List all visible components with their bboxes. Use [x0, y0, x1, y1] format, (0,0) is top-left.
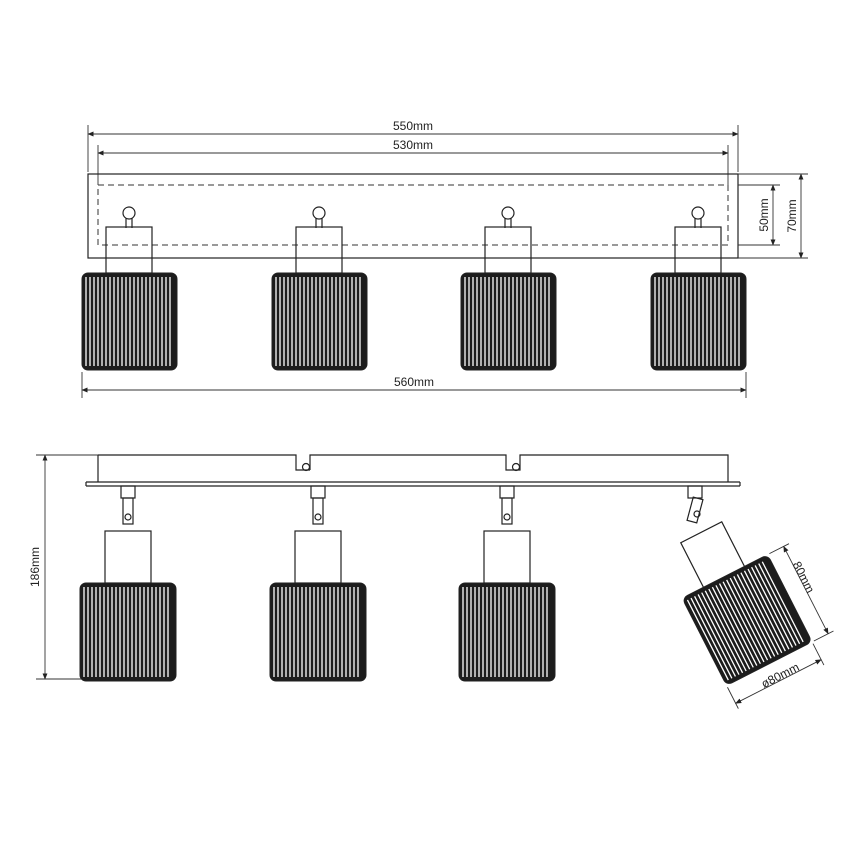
- front-shade-3-ribs: [462, 587, 548, 677]
- mounting-plate-inner-outline: [97, 184, 729, 246]
- front-shade-2-ribs: [273, 587, 359, 677]
- front-spotlight-1: [79, 485, 177, 682]
- dimension-550: 550mm: [87, 119, 739, 172]
- ceiling-plate: [85, 454, 741, 487]
- dimension-560: 560mm: [81, 372, 747, 398]
- top-view: 550mm 530mm 50mm 70mm: [81, 119, 808, 398]
- dimension-50-label: 50mm: [757, 198, 771, 231]
- top-spotlight-1: [81, 206, 178, 371]
- front-spotlight-3: [458, 485, 556, 682]
- screw-icon: [301, 462, 311, 472]
- front-spotlight-2: [269, 485, 367, 682]
- dimension-186-label: 186mm: [28, 547, 42, 587]
- dimension-80-height: [769, 543, 834, 642]
- front-shade-1-ribs: [83, 587, 169, 677]
- dimension-530-label: 530mm: [393, 138, 433, 152]
- dimension-560-label: 560mm: [394, 375, 434, 389]
- dimension-550-label: 550mm: [393, 119, 433, 133]
- dimension-530: 530mm: [97, 138, 729, 185]
- dimension-70-label: 70mm: [785, 199, 799, 232]
- front-view: 186mm: [28, 454, 834, 709]
- top-spotlight-2: [271, 206, 368, 371]
- dimension-80-diameter: [727, 643, 825, 709]
- top-shade-1-ribs: [85, 277, 171, 366]
- top-spotlight-4: [650, 206, 747, 371]
- dimension-50: 50mm: [738, 184, 780, 246]
- front-spotlight-4-tilted: 80mm ø80mm: [679, 485, 834, 709]
- screw-icon: [511, 462, 521, 472]
- dimension-186: 186mm: [28, 454, 98, 680]
- mounting-plate-outline: [87, 173, 739, 259]
- dimension-80-height-label: 80mm: [790, 559, 818, 595]
- top-spotlight-3: [460, 206, 557, 371]
- top-shade-4-ribs: [654, 277, 740, 366]
- dimension-70: 70mm: [738, 173, 808, 259]
- top-shade-3-ribs: [464, 277, 550, 366]
- top-shade-2-ribs: [275, 277, 361, 366]
